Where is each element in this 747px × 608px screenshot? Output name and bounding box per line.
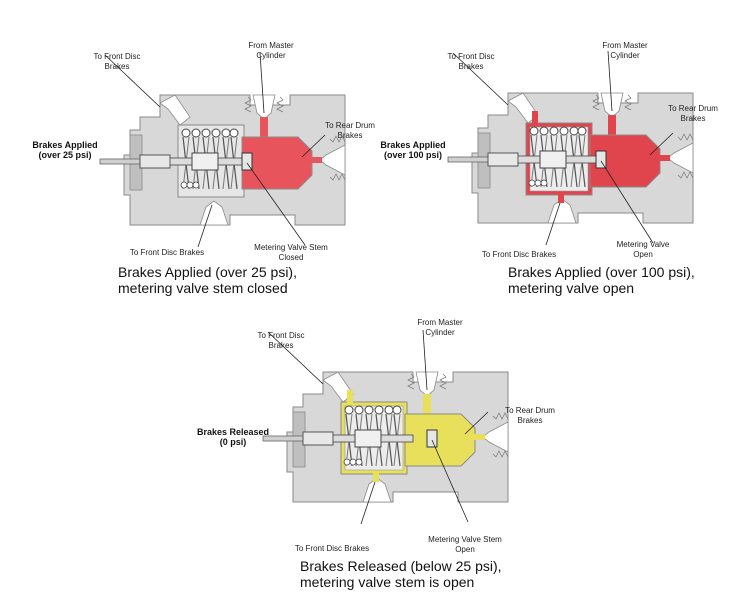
rear-port xyxy=(482,421,509,453)
leader-line xyxy=(422,329,428,391)
fluid-chamber-rear xyxy=(589,134,661,188)
fluid-passage-front-bottom xyxy=(373,472,379,482)
leader-line xyxy=(464,411,489,435)
spring-coil-top xyxy=(354,405,364,415)
spring-coil-top xyxy=(384,405,394,415)
thread-marks xyxy=(592,94,600,111)
label-stem: Metering Valve Open xyxy=(616,240,670,259)
spring-coil-bottom xyxy=(349,458,357,466)
stem-collar xyxy=(191,152,219,171)
leader-line xyxy=(649,132,674,156)
leader-line xyxy=(104,54,161,108)
spring-coil-top xyxy=(211,128,221,138)
label-front-bottom: To Front Disc Brakes xyxy=(129,248,205,257)
label-stem: Metering Valve Stem Closed xyxy=(254,243,328,262)
fluid-passage-front-bottom xyxy=(558,193,564,203)
fluid-passage-master xyxy=(260,117,268,143)
fluid-passage-master xyxy=(423,394,431,420)
leader-line xyxy=(259,52,265,114)
caption: Brakes Applied (over 25 psi), metering v… xyxy=(118,264,297,296)
leader-line xyxy=(431,439,469,523)
thread-marks xyxy=(276,96,284,113)
spring-coil-bottom xyxy=(343,458,351,466)
leader-line xyxy=(301,134,326,158)
thread-marks xyxy=(677,171,694,179)
label-front-bottom: To Front Disc Brakes xyxy=(294,544,370,553)
state-label: Brakes Applied (over 25 psi) xyxy=(32,140,98,160)
rear-port xyxy=(319,144,346,176)
fluid-chamber-rear xyxy=(241,136,313,190)
label-front-bottom: To Front Disc Brakes xyxy=(481,250,557,259)
fluid-passage-rear xyxy=(473,434,485,440)
thread-marks xyxy=(407,373,415,390)
thread-marks xyxy=(492,412,509,420)
label-stem: Metering Valve Stem Open xyxy=(428,535,502,554)
fluid-passage-master xyxy=(608,115,616,141)
fluid-chamber-rear xyxy=(404,413,476,467)
label-master: From Master Cylinder xyxy=(248,41,294,60)
metering-valve-head xyxy=(241,152,253,171)
stem-collar xyxy=(539,150,567,169)
state-label: Brakes Released (0 psi) xyxy=(196,427,270,447)
label-master: From Master Cylinder xyxy=(602,41,648,60)
caption: Brakes Applied (over 100 psi), metering … xyxy=(508,264,695,296)
fluid-passage-front-top xyxy=(532,111,538,125)
leader-line xyxy=(267,331,324,385)
spring-coil-top xyxy=(191,128,201,138)
caption: Brakes Released (below 25 psi), metering… xyxy=(300,558,502,590)
leader-line xyxy=(600,160,654,244)
spring-coil-top xyxy=(539,126,549,136)
stem-piston xyxy=(302,431,334,446)
leader-line xyxy=(360,481,376,525)
label-master: From Master Cylinder xyxy=(417,318,463,337)
spring-coil-bottom xyxy=(192,181,200,189)
stem-collar xyxy=(354,429,382,448)
label-rear: To Rear Drum Brakes xyxy=(325,121,375,140)
label-front-top: To Front Disc Brakes xyxy=(257,331,305,350)
leader-line xyxy=(607,50,613,112)
leader-line xyxy=(246,162,306,246)
label-front-top: To Front Disc Brakes xyxy=(93,52,141,71)
spring-coil-top xyxy=(344,405,354,415)
thread-marks xyxy=(244,96,252,113)
spring-coil-bottom xyxy=(355,458,363,466)
leader-line xyxy=(197,204,213,248)
fluid-passage-rear xyxy=(658,155,670,161)
spring-coil-bottom xyxy=(540,179,548,187)
label-front-top: To Front Disc Brakes xyxy=(447,52,495,71)
front-port-top xyxy=(159,94,191,126)
spring-coil-top xyxy=(201,128,211,138)
spring-coil-top xyxy=(529,126,539,136)
spring-coil-top xyxy=(577,126,587,136)
spring-coil-top xyxy=(559,126,569,136)
spring-coil-top xyxy=(374,405,384,415)
spring-coil-top xyxy=(364,405,374,415)
spring-coil-top xyxy=(229,128,239,138)
thread-marks xyxy=(329,173,346,181)
leader-line xyxy=(545,202,561,246)
thread-marks xyxy=(329,135,346,143)
metering-valve-head xyxy=(595,150,607,169)
spring-coil-top xyxy=(549,126,559,136)
rear-port xyxy=(667,142,694,174)
thread-marks xyxy=(677,133,694,141)
spring-coil-top xyxy=(181,128,191,138)
state-label: Brakes Applied (over 100 psi) xyxy=(380,140,446,160)
thread-marks xyxy=(439,373,447,390)
label-rear: To Rear Drum Brakes xyxy=(505,406,555,425)
metering-valve-head xyxy=(426,429,438,448)
label-rear: To Rear Drum Brakes xyxy=(668,104,718,123)
spring-coil-top xyxy=(392,405,402,415)
leader-line xyxy=(452,52,509,106)
thread-marks xyxy=(624,94,632,111)
fluid-passage-rear xyxy=(310,157,322,163)
fluid-passage-front-top xyxy=(347,390,353,404)
thread-marks xyxy=(492,450,509,458)
